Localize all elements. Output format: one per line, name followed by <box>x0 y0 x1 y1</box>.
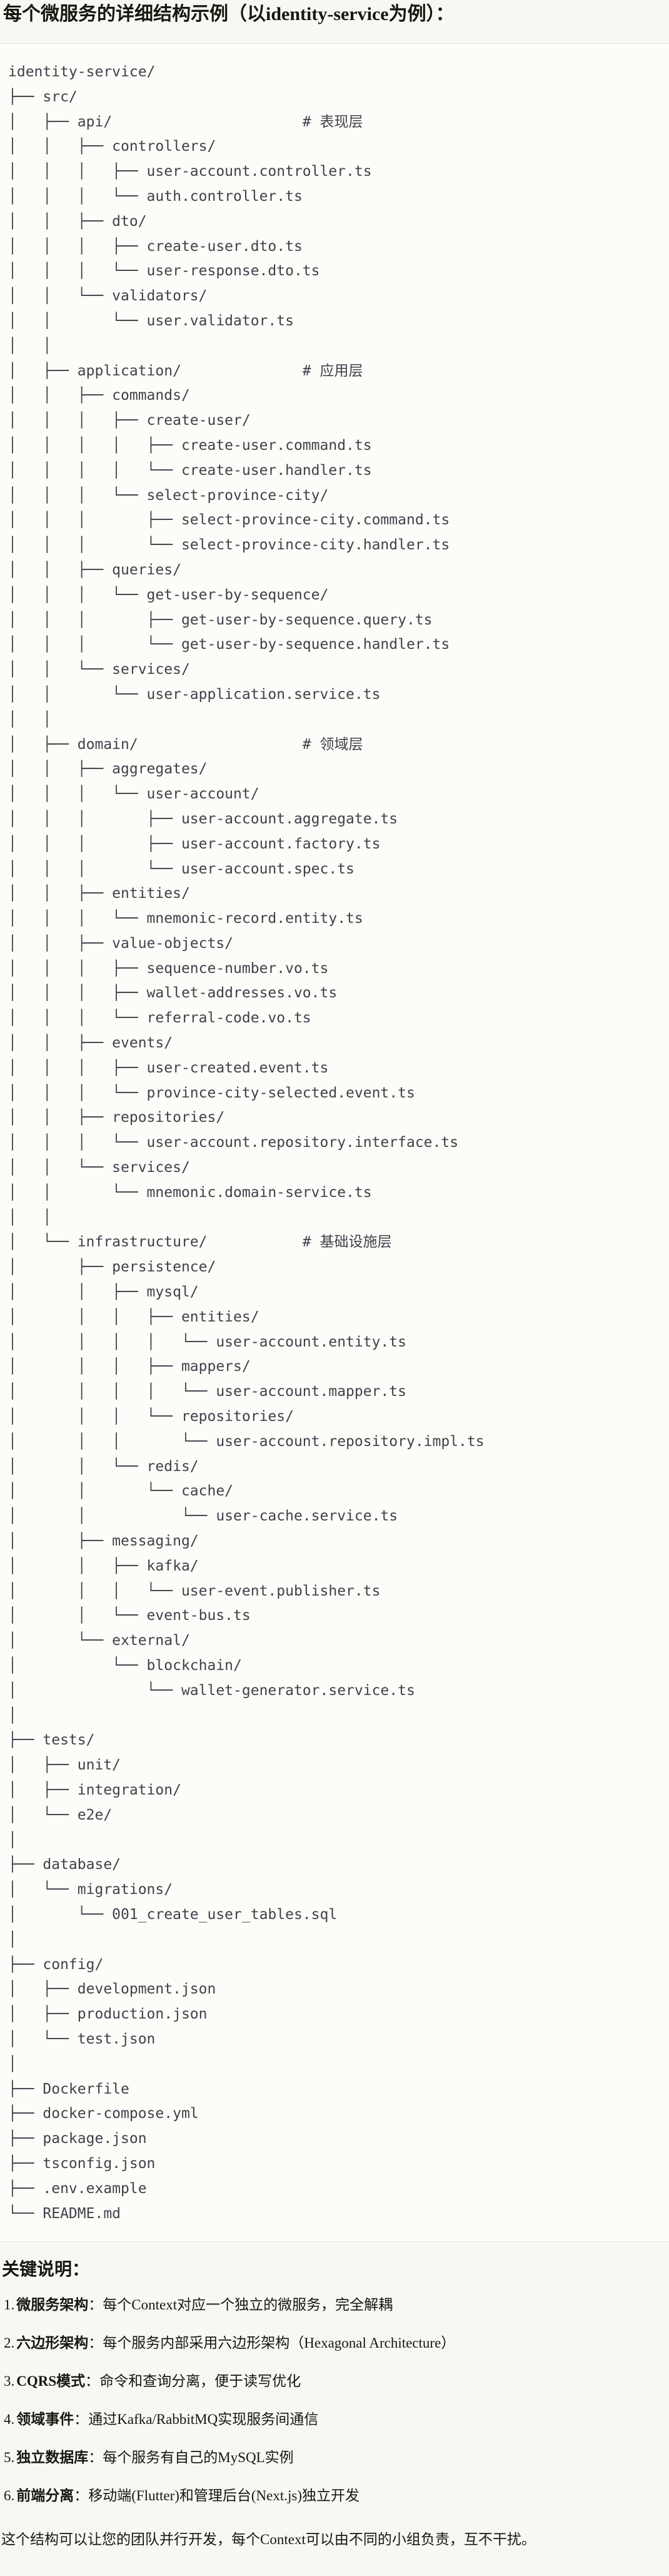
key-point-colon: ： <box>85 2373 100 2389</box>
key-point-colon: ： <box>74 2411 89 2427</box>
key-point-text: 每个服务内部采用六边形架构（Hexagonal Architecture） <box>103 2334 456 2351</box>
key-point-number: 3. <box>4 2373 15 2389</box>
key-point-label: 独立数据库 <box>16 2449 89 2465</box>
key-point-item: 3.CQRS模式：命令和查询分离，便于读写优化 <box>4 2371 663 2391</box>
key-point-label: 微服务架构 <box>16 2296 89 2313</box>
key-point-label: 六边形架构 <box>16 2334 89 2351</box>
key-point-text: 通过Kafka/RabbitMQ实现服务间通信 <box>88 2411 319 2427</box>
key-point-text: 移动端(Flutter)和管理后台(Next.js)独立开发 <box>88 2487 360 2503</box>
key-point-text: 每个服务有自己的MySQL实例 <box>103 2449 294 2465</box>
page-title: 每个微服务的详细结构示例（以identity-service为例）： <box>3 4 455 24</box>
key-point-number: 4. <box>4 2411 15 2427</box>
key-point-item: 1.微服务架构：每个Context对应一个独立的微服务，完全解耦 <box>4 2295 663 2315</box>
key-points-list: 1.微服务架构：每个Context对应一个独立的微服务，完全解耦 2.六边形架构… <box>0 2295 669 2506</box>
key-point-colon: ： <box>88 2334 103 2351</box>
closing-paragraph: 这个结构可以让您的团队并行开发，每个Context可以由不同的小组负责，互不干扰… <box>1 2531 536 2547</box>
directory-tree: identity-service/ ├── src/ │ ├── api/ # … <box>8 64 485 2222</box>
key-point-number: 5. <box>4 2449 15 2465</box>
key-point-number: 6. <box>4 2487 15 2503</box>
key-point-label: CQRS模式 <box>16 2373 86 2389</box>
key-point-text: 命令和查询分离，便于读写优化 <box>99 2373 301 2389</box>
key-point-item: 5.独立数据库：每个服务有自己的MySQL实例 <box>4 2448 663 2468</box>
key-point-colon: ： <box>88 2449 103 2465</box>
section-heading: 关键说明： <box>2 2260 90 2280</box>
code-block: identity-service/ ├── src/ │ ├── api/ # … <box>0 43 669 2243</box>
key-point-colon: ： <box>88 2296 103 2313</box>
key-point-item: 4.领域事件：通过Kafka/RabbitMQ实现服务间通信 <box>4 2410 663 2430</box>
key-point-text: 每个Context对应一个独立的微服务，完全解耦 <box>103 2296 393 2313</box>
key-point-label: 领域事件 <box>16 2411 74 2427</box>
key-point-label: 前端分离 <box>16 2487 74 2503</box>
key-point-item: 6.前端分离：移动端(Flutter)和管理后台(Next.js)独立开发 <box>4 2486 663 2506</box>
key-point-number: 2. <box>4 2334 15 2351</box>
key-point-number: 1. <box>4 2296 15 2313</box>
key-point-item: 2.六边形架构：每个服务内部采用六边形架构（Hexagonal Architec… <box>4 2333 663 2353</box>
key-point-colon: ： <box>74 2487 89 2503</box>
